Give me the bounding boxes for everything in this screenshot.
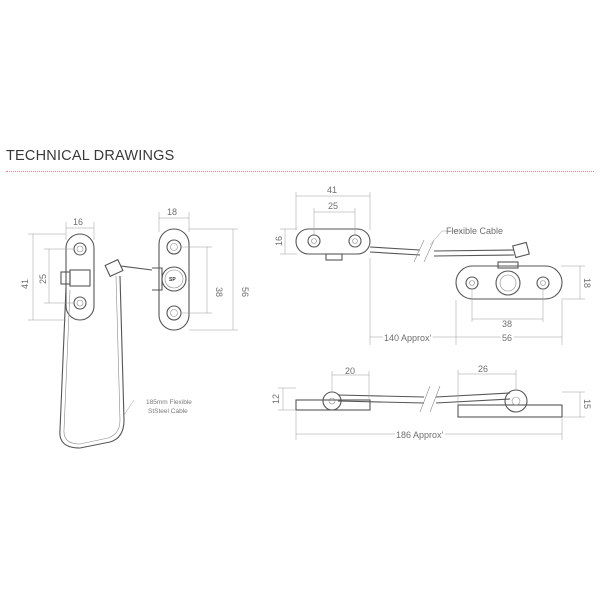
page-title: TECHNICAL DRAWINGS bbox=[6, 148, 175, 164]
flexible-cable-label: Flexible Cable bbox=[446, 226, 503, 236]
dim-left-16: 16 bbox=[73, 217, 83, 227]
dim-side-20: 20 bbox=[345, 366, 355, 376]
dim-top-18: 18 bbox=[582, 278, 592, 288]
side-lock bbox=[419, 385, 563, 418]
dim-left-56: 56 bbox=[240, 287, 250, 297]
top-dimension-lines bbox=[280, 192, 585, 345]
dim-side-26: 26 bbox=[478, 364, 488, 374]
side-dimension-lines bbox=[278, 370, 585, 440]
dim-side-12: 12 bbox=[271, 394, 281, 404]
dim-top-140: 140 Approx' bbox=[384, 333, 432, 343]
dim-side-15: 15 bbox=[582, 399, 592, 409]
dim-left-25: 25 bbox=[38, 274, 48, 284]
top-lock-plate bbox=[455, 241, 563, 300]
dim-top-56: 56 bbox=[502, 333, 512, 343]
cable-note-line1: 185mm Flexible bbox=[146, 399, 192, 406]
dim-top-41: 41 bbox=[327, 185, 337, 195]
left-cable bbox=[59, 258, 153, 449]
side-keeper bbox=[295, 391, 425, 411]
cable-note-line2: StSteel Cable bbox=[148, 408, 188, 415]
top-keeper-plate bbox=[295, 228, 371, 261]
left-plate-lock bbox=[152, 228, 190, 331]
dim-top-16: 16 bbox=[274, 236, 284, 246]
dim-left-41: 41 bbox=[20, 279, 30, 289]
lock-logo: SP bbox=[169, 277, 176, 283]
dim-left-38: 38 bbox=[214, 287, 224, 297]
left-dimension-lines bbox=[28, 212, 238, 416]
top-cable bbox=[369, 239, 515, 263]
dim-left-18: 18 bbox=[167, 207, 177, 217]
dim-top-38: 38 bbox=[502, 319, 512, 329]
dim-side-186: 186 Approx' bbox=[396, 430, 444, 440]
dim-top-25: 25 bbox=[328, 201, 338, 211]
left-plate-keeper bbox=[60, 233, 95, 321]
title-divider bbox=[6, 171, 594, 172]
